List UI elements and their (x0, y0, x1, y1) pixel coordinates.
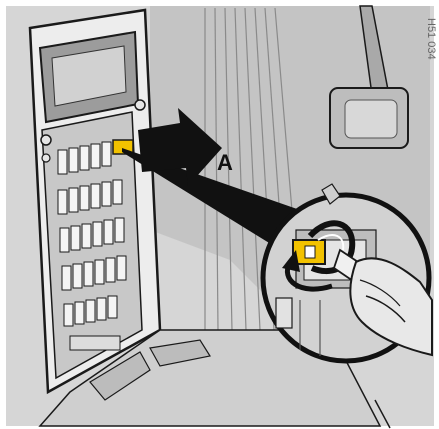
figure-code: H51 034 (425, 18, 437, 60)
callout-label: A (217, 150, 233, 175)
magnified-detail (263, 195, 432, 361)
